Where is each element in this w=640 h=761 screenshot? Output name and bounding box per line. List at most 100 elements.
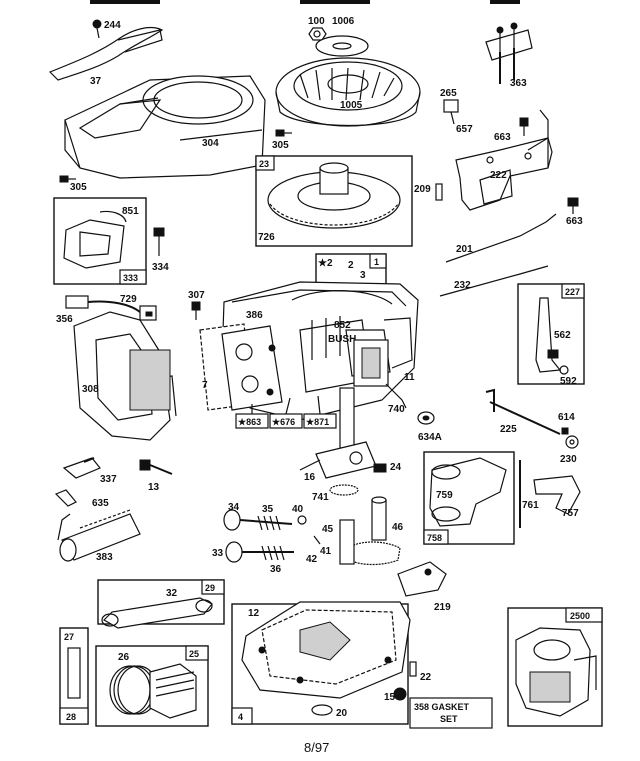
gasket-set-line2: SET — [440, 714, 458, 724]
label-740: 740 — [388, 404, 405, 415]
part-22-screw: 22 — [409, 661, 432, 683]
label-222: 222 — [490, 170, 507, 181]
label-20: 20 — [336, 708, 348, 719]
label-7: 7 — [202, 380, 208, 391]
label-35: 35 — [262, 504, 274, 515]
part-16-crankshaft: 16 — [299, 387, 377, 483]
part-201-link: 201 — [445, 213, 557, 263]
label-2: 2 — [348, 260, 354, 271]
part-244-screw: 244 — [92, 19, 121, 39]
label-1005: 1005 — [340, 100, 363, 111]
part-334-screw: 334 — [152, 227, 169, 273]
part-222-control-bracket: 222 — [455, 109, 553, 211]
label-386: 386 — [246, 310, 263, 321]
label-12: 12 — [248, 608, 260, 619]
label-635: 635 — [92, 498, 109, 509]
box-29-label: 29 — [205, 583, 215, 593]
label-13: 13 — [148, 482, 160, 493]
label-657: 657 — [456, 124, 473, 135]
label-356: 356 — [56, 314, 73, 325]
valve-upper: 34 35 40 — [223, 502, 307, 531]
gasket-set-line1: 358 GASKET — [414, 702, 470, 712]
label-265: 265 — [440, 88, 457, 99]
label-36: 36 — [270, 564, 282, 575]
part-304-blower-housing: 304 — [64, 75, 266, 179]
part-307-screw: 307 — [188, 290, 205, 320]
label-11: 11 — [404, 372, 415, 383]
part-15-plug: 15 — [384, 687, 407, 703]
part-761-pushrod: 761 — [519, 460, 539, 528]
label-304: 304 — [202, 138, 219, 149]
part-37-baffle: 37 — [48, 26, 164, 87]
part-741-gear: 741 — [312, 484, 359, 503]
part-209: 209 — [414, 183, 443, 201]
bushing-label: BUSH. — [328, 334, 359, 345]
part-13-bolt: 13 — [139, 459, 173, 493]
part-225-shaft: 225 — [485, 388, 561, 435]
label-363: 363 — [510, 78, 527, 89]
label-32: 32 — [166, 588, 178, 599]
gasket-set-tag: 358 GASKET SET — [409, 697, 493, 729]
box-25-rings: 25 26 — [95, 645, 209, 727]
box-758: 758 759 — [423, 451, 515, 545]
label-209: 209 — [414, 184, 431, 195]
box-29: 29 32 — [97, 579, 225, 629]
box-28-label: 28 — [66, 712, 76, 722]
box-758-label: 758 — [427, 533, 442, 543]
label-33: 33 — [212, 548, 224, 559]
label-24: 24 — [390, 462, 402, 473]
part-635-fitting: 635 — [54, 489, 109, 509]
part-1006-washer: 1006 — [315, 16, 369, 57]
label-45: 45 — [322, 524, 334, 535]
part-308-armature: 308 — [73, 311, 177, 441]
part-757-rocker: 757 — [533, 475, 581, 519]
label-201: 201 — [456, 244, 473, 255]
part-663-screw-right: 663 — [566, 197, 583, 227]
label-37: 37 — [90, 76, 102, 87]
label-225: 225 — [500, 424, 517, 435]
label-592: 592 — [560, 376, 577, 387]
label-16: 16 — [304, 472, 316, 483]
label-26: 26 — [118, 652, 130, 663]
label-726: 726 — [258, 232, 275, 243]
label-22: 22 — [420, 672, 432, 683]
cylinder-head-gasket: 7 — [199, 323, 283, 411]
part-383-muffler: 383 — [57, 509, 141, 563]
label-27: 27 — [64, 632, 74, 642]
part-305-screw-left: 305 — [59, 175, 87, 193]
valve-lower: 33 36 42 41 — [212, 535, 332, 575]
label-337: 337 — [100, 474, 117, 485]
label-334: 334 — [152, 262, 169, 273]
part-663-screw-top: 663 — [494, 117, 529, 143]
part-219-bracket: 219 — [397, 561, 451, 613]
label-40: 40 — [292, 504, 304, 515]
box-333: 333 851 — [53, 197, 147, 285]
part-614: 614 — [558, 412, 575, 435]
tag-676: ★676 — [272, 417, 295, 427]
label-761: 761 — [522, 500, 539, 511]
label-100: 100 — [308, 16, 325, 27]
label-15: 15 — [384, 692, 396, 703]
box-25-label: 25 — [189, 649, 199, 659]
box-4-sump: 4 12 — [231, 601, 411, 725]
tag-871: ★871 — [306, 417, 329, 427]
part-265-657: 265 657 — [440, 88, 473, 135]
label-232: 232 — [454, 280, 471, 291]
cropped-top-row — [90, 0, 520, 4]
kit-marker: ★2 — [318, 258, 333, 269]
label-729: 729 — [120, 294, 137, 305]
label-41: 41 — [320, 546, 332, 557]
label-634a: 634A — [418, 432, 442, 443]
label-852: 852 — [334, 320, 351, 331]
label-383: 383 — [96, 552, 113, 563]
label-663-right: 663 — [566, 216, 583, 227]
part-729-356-wire: 729 356 — [56, 294, 157, 325]
part-230-washer: 230 — [560, 435, 579, 465]
label-42: 42 — [306, 554, 318, 565]
part-634a-seal: 634A — [417, 411, 442, 443]
box-227-label: 227 — [565, 287, 580, 297]
label-741: 741 — [312, 492, 329, 503]
box-23-label: 23 — [259, 159, 269, 169]
page-number: 8/97 — [304, 740, 329, 755]
